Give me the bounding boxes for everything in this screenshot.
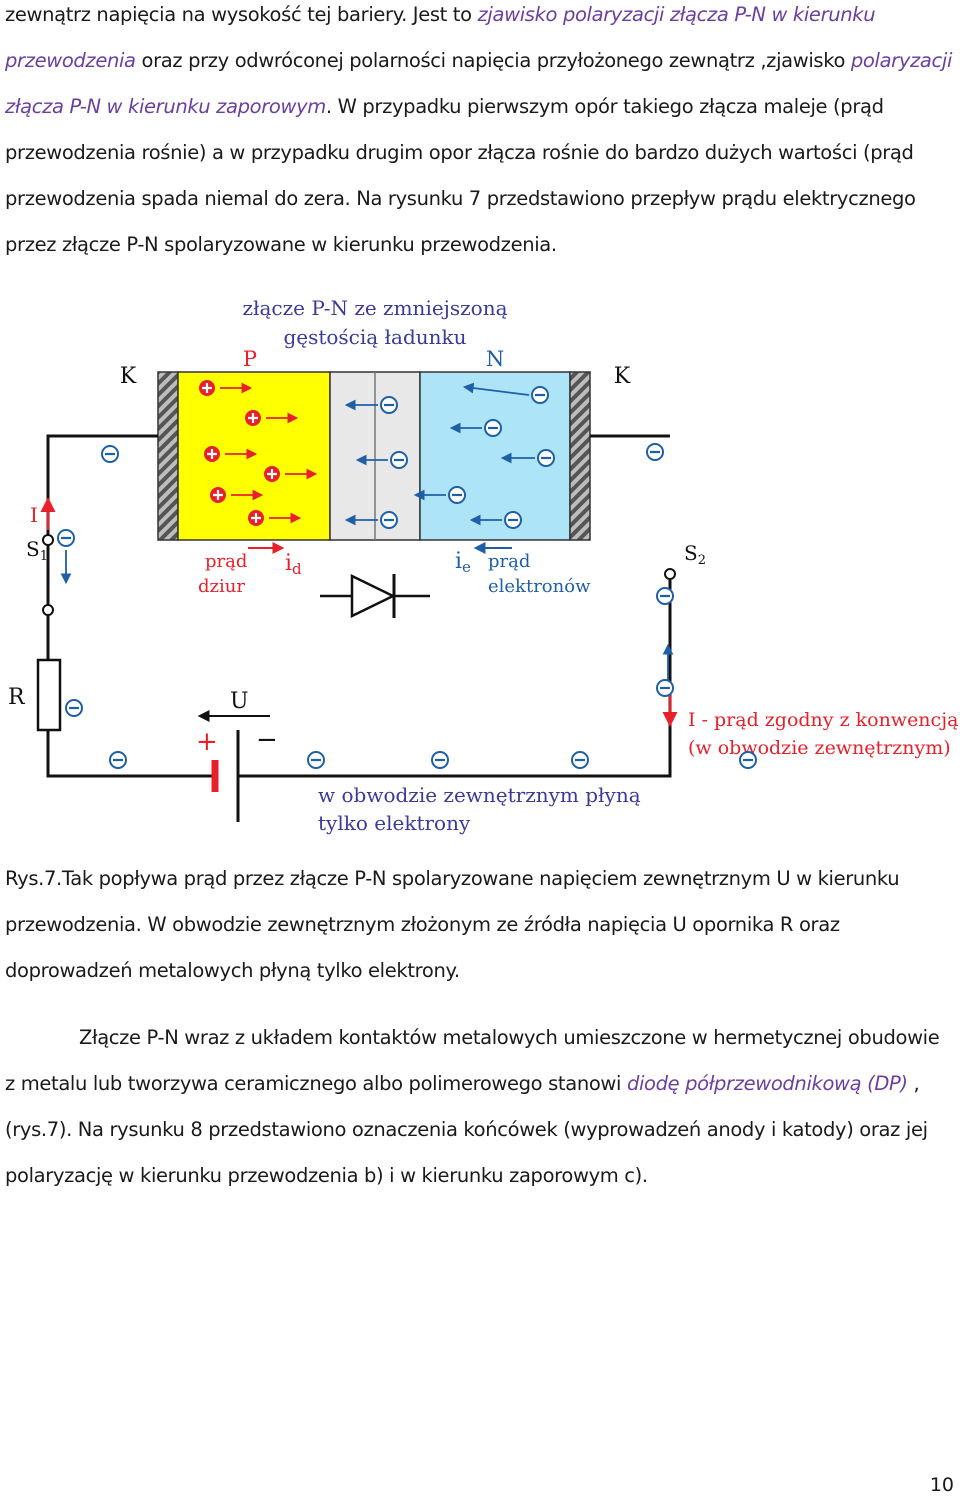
- electron-icon: [469, 511, 522, 529]
- electron-icon: [101, 445, 119, 463]
- electron-icon: [739, 751, 757, 769]
- electrons-group: [344, 382, 555, 529]
- figure-title-line1: złącze P-N ze zmniejszoną: [242, 296, 507, 320]
- label-k-left: K: [120, 364, 137, 389]
- electron-current-label-line1: prąd: [488, 551, 530, 572]
- label-id: id: [285, 551, 302, 578]
- text-run: ,(rys.7). Na rysunku 8 przedstawiono ozn…: [5, 1072, 928, 1187]
- electron-icon: [646, 443, 664, 461]
- resistor-r: [36, 658, 62, 732]
- label-s2: S2: [684, 541, 706, 568]
- hole-current-label-line1: prąd: [205, 551, 247, 572]
- text-run: zewnątrz napięcia na wysokość tej barier…: [5, 3, 478, 26]
- external-circuit-note-line1: w obwodzie zewnętrznym płyną: [318, 783, 641, 807]
- paragraph-polarization: zewnątrz napięcia na wysokość tej barier…: [5, 0, 955, 268]
- electron-icon: [355, 451, 408, 469]
- paragraph-diode: Złącze P-N wraz z układem kontaktów meta…: [5, 1015, 955, 1199]
- external-electrons-group: [57, 443, 757, 769]
- electron-icon: [109, 751, 127, 769]
- hole-icon: [248, 510, 302, 526]
- electron-icon: [413, 486, 466, 504]
- hole-icon: [210, 487, 264, 503]
- figure-title-line2: gęstością ładunku: [283, 325, 466, 349]
- electron-icon: [462, 382, 549, 404]
- electron-icon: [344, 396, 398, 414]
- switch-s2-node: [664, 568, 676, 580]
- conventional-current-label-line1: I - prąd zgodny z konwencją: [688, 709, 958, 731]
- pn-junction-figure: złącze P-N ze zmniejszoną gęstością ładu…: [8, 296, 958, 835]
- hole-icon: [264, 466, 318, 482]
- hole-icon: [199, 380, 253, 396]
- label-r: R: [8, 685, 26, 710]
- electron-current-label-line2: elektronów: [488, 576, 591, 597]
- text-run: oraz przy odwróconej polarności napięcia…: [135, 49, 851, 72]
- label-ie: ie: [455, 549, 471, 576]
- electron-icon: [65, 699, 83, 717]
- electron-icon: [57, 529, 75, 585]
- electron-icon: [449, 419, 502, 437]
- label-i: I: [30, 503, 38, 527]
- highlight-forward-bias: zjawisko polaryzacji złącza P-N w kierun…: [5, 3, 876, 72]
- figure-caption: Rys.7.Tak popływa prąd przez złącze P-N …: [5, 867, 900, 982]
- electron-icon: [431, 751, 449, 769]
- text-run: Złącze P-N wraz z układem kontaktów meta…: [5, 1026, 940, 1095]
- metal-contact-left: [157, 371, 179, 541]
- electron-icon: [344, 511, 398, 529]
- label-u: U: [230, 689, 249, 714]
- electron-icon: [500, 449, 555, 467]
- diode-symbol: [320, 573, 430, 619]
- electron-icon: [307, 751, 325, 769]
- label-k-right: K: [614, 364, 631, 389]
- hole-current-label-line2: dziur: [198, 576, 245, 597]
- metal-contact-right: [569, 371, 591, 541]
- conventional-current-label-line2: (w obwodzie zewnętrznym): [688, 737, 951, 759]
- hole-icon: [204, 446, 258, 462]
- external-circuit-note-line2: tylko elektrony: [318, 811, 471, 835]
- label-n: N: [486, 347, 504, 371]
- highlight-diode: diodę półprzewodnikową (DP): [626, 1072, 908, 1095]
- switch-s1-node-top: [42, 534, 54, 546]
- battery-minus-sign: −: [256, 725, 278, 755]
- highlight-reverse-bias: polaryzacji złącza P-N w kierunku zaporo…: [5, 49, 953, 118]
- switch-s1-node-bottom: [42, 604, 54, 616]
- electron-icon: [656, 679, 674, 697]
- electron-icon: [571, 751, 589, 769]
- label-s1: S1: [26, 537, 48, 564]
- electron-icon: [656, 587, 674, 605]
- text-run: . W przypadku pierwszym opór takiego złą…: [5, 95, 916, 256]
- battery-plus-sign: +: [196, 727, 218, 757]
- holes-group: [199, 380, 318, 526]
- label-p: P: [243, 347, 257, 371]
- page-number: 10: [929, 1474, 954, 1496]
- hole-icon: [245, 410, 299, 426]
